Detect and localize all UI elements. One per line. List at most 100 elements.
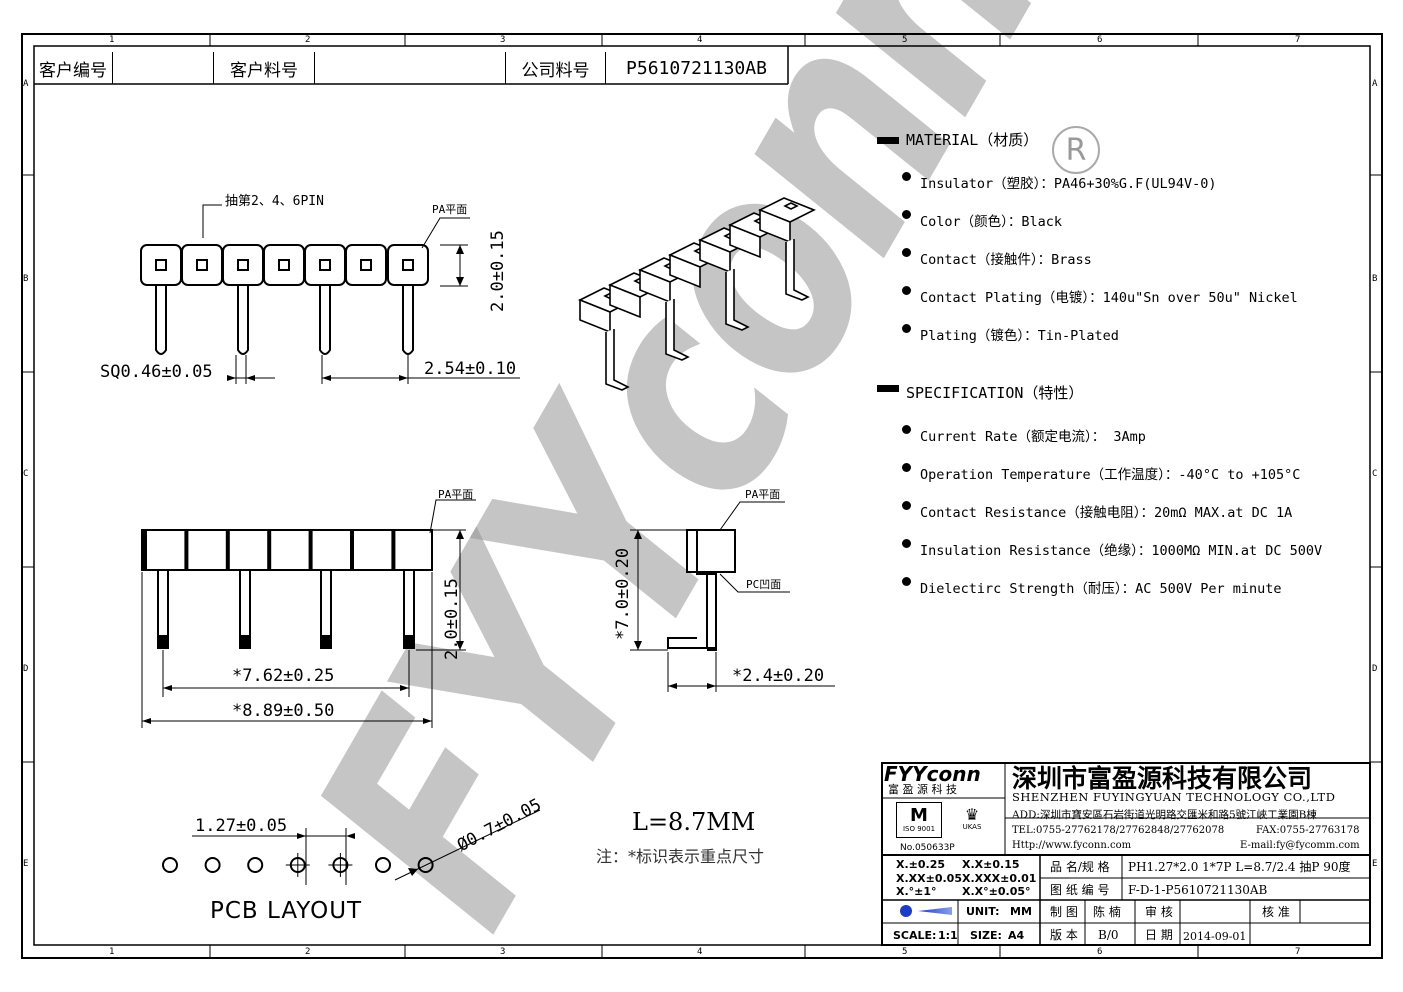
material-bullet [902, 248, 911, 257]
pin-housing [387, 244, 429, 286]
iso-housing-front [609, 283, 641, 319]
crown-icon: ♛ [964, 805, 980, 824]
pin-lead [402, 285, 414, 355]
iso-pin-square [783, 202, 799, 210]
version-value: B/0 [1098, 928, 1119, 942]
side-offset-dim: *2.4±0.20 [732, 666, 825, 686]
date-value: 2014-09-01 [1183, 930, 1247, 943]
approve-label: 核 准 [1262, 905, 1290, 919]
tol-2: X.X±0.15 [962, 858, 1020, 871]
made-value: 陈 楠 [1093, 905, 1121, 919]
material-bullet [902, 210, 911, 219]
company-part-label: 公司料号 [506, 52, 606, 84]
spec-bullet [902, 501, 911, 510]
company-address: ADD:深圳市寶安區石岩街道光明路交匯米和路5號江峽工業園B棟 [1012, 809, 1317, 821]
grid-column-label: 4 [697, 947, 703, 957]
version-label: 版 本 [1050, 928, 1078, 942]
iso-pin-lead [605, 329, 630, 391]
made-label: 制 图 [1050, 905, 1078, 919]
grid-column-label: 6 [1097, 35, 1103, 45]
top-height-dim: 2.0±0.15 [488, 230, 508, 312]
material-item: Contact（接触件）：Brass [920, 252, 1092, 268]
pin-square [402, 259, 414, 271]
grid-column-label: 5 [902, 35, 908, 45]
key-dimension-note: 注：*标识表示重点尺寸 [596, 847, 765, 866]
grid-row-label: E [1372, 859, 1378, 869]
size-value: A4 [1008, 929, 1025, 942]
specification-title: SPECIFICATION（特性） [906, 384, 1084, 402]
pcb-pitch-dim: 1.27±0.05 [195, 816, 288, 836]
tol-4: X.XXX±0.01 [962, 872, 1037, 885]
material-item: Plating（镀色）：Tin-Plated [920, 328, 1119, 344]
pcb-hole [247, 857, 264, 873]
check-label: 审 核 [1145, 905, 1173, 919]
grid-column-label: 6 [1097, 947, 1103, 957]
scale-value: 1:1 [938, 929, 958, 942]
grid-column-label: 5 [902, 947, 908, 957]
grid-row-label: D [1372, 664, 1378, 674]
grid-column-label: 1 [109, 947, 115, 957]
pin-note-label: 抽第2、4、6PIN [225, 194, 324, 209]
grid-row-label: B [1372, 274, 1378, 284]
pin-housing [181, 244, 223, 286]
pin-square [196, 259, 208, 271]
spec-bullet [902, 577, 911, 586]
drawing-no-value: F-D-1-P5610721130AB [1128, 883, 1268, 897]
tol-3: X.XX±0.05 [896, 872, 962, 885]
dim-8-89: *8.89±0.50 [232, 701, 335, 721]
company-fax: FAX:0755-27763178 [1256, 825, 1360, 836]
size-label: SIZE: [970, 929, 1002, 942]
grid-row-label: D [23, 664, 29, 674]
iso-pin-lead [785, 239, 810, 301]
company-name-cn: 深圳市富盈源科技有限公司 [1012, 764, 1313, 793]
front-height-dim: 2.0±0.15 [442, 578, 462, 660]
customer-part-value [315, 52, 506, 84]
sq-dim: SQ0.46±0.05 [100, 362, 213, 382]
grid-column-label: 2 [305, 947, 311, 957]
cert-number: No.050633P [900, 843, 955, 853]
spec-bullet [902, 463, 911, 472]
front-pa-label: PA平面 [438, 488, 474, 501]
spec-item: Current Rate（额定电流）： 3Amp [920, 429, 1146, 445]
length-note: L=8.7MM [632, 808, 756, 836]
pcb-hole [204, 857, 221, 873]
grid-row-label: C [1372, 469, 1378, 479]
iso-cert-icon: M [910, 805, 928, 826]
grid-column-label: 2 [305, 35, 311, 45]
company-email: E-mail:fy@fycomm.com [1240, 840, 1360, 851]
spec-item: Insulation Resistance（绝缘）：1000MΩ MIN.at … [920, 543, 1323, 559]
grid-row-label: A [23, 79, 29, 89]
registered-mark: R [1052, 126, 1100, 174]
pcb-hole [162, 857, 178, 873]
specification-marker [877, 385, 899, 392]
side-view-drawing [630, 501, 835, 692]
pin-housing [345, 244, 387, 286]
spec-item: Contact Resistance（接触电阻）：20mΩ MAX.at DC … [920, 505, 1293, 521]
pin-square [360, 259, 372, 271]
pin-square [319, 259, 331, 271]
company-part-value: P5610721130AB [626, 57, 767, 79]
customer-part-label: 客户料号 [214, 52, 315, 84]
company-logo-text: FYYconn [884, 762, 981, 786]
grid-column-label: 1 [109, 35, 115, 45]
dim-7-62: *7.62±0.25 [232, 666, 335, 686]
spec-item: Dielectirc Strength（耐压）：AC 500V Per minu… [920, 581, 1282, 597]
side-pc-label: PC凹面 [746, 578, 782, 591]
isometric-view-drawing [578, 197, 816, 391]
grid-row-label: B [23, 274, 29, 284]
pcb-layout-title: PCB LAYOUT [210, 898, 363, 924]
grid-row-label: E [23, 859, 29, 869]
grid-column-label: 7 [1295, 35, 1301, 45]
pin-square [278, 259, 290, 271]
pcb-hole [417, 857, 434, 873]
grid-column-label: 3 [500, 947, 506, 957]
material-bullet [902, 324, 911, 333]
material-marker [877, 137, 899, 144]
grid-column-label: 7 [1295, 947, 1301, 957]
front-pin-tip [320, 635, 332, 649]
grid-row-label: A [1372, 79, 1378, 89]
ukas-cert-badge: ♛ UKAS [955, 802, 989, 836]
projection-cone-icon [918, 907, 952, 915]
unit-label: UNIT: [966, 905, 1000, 918]
